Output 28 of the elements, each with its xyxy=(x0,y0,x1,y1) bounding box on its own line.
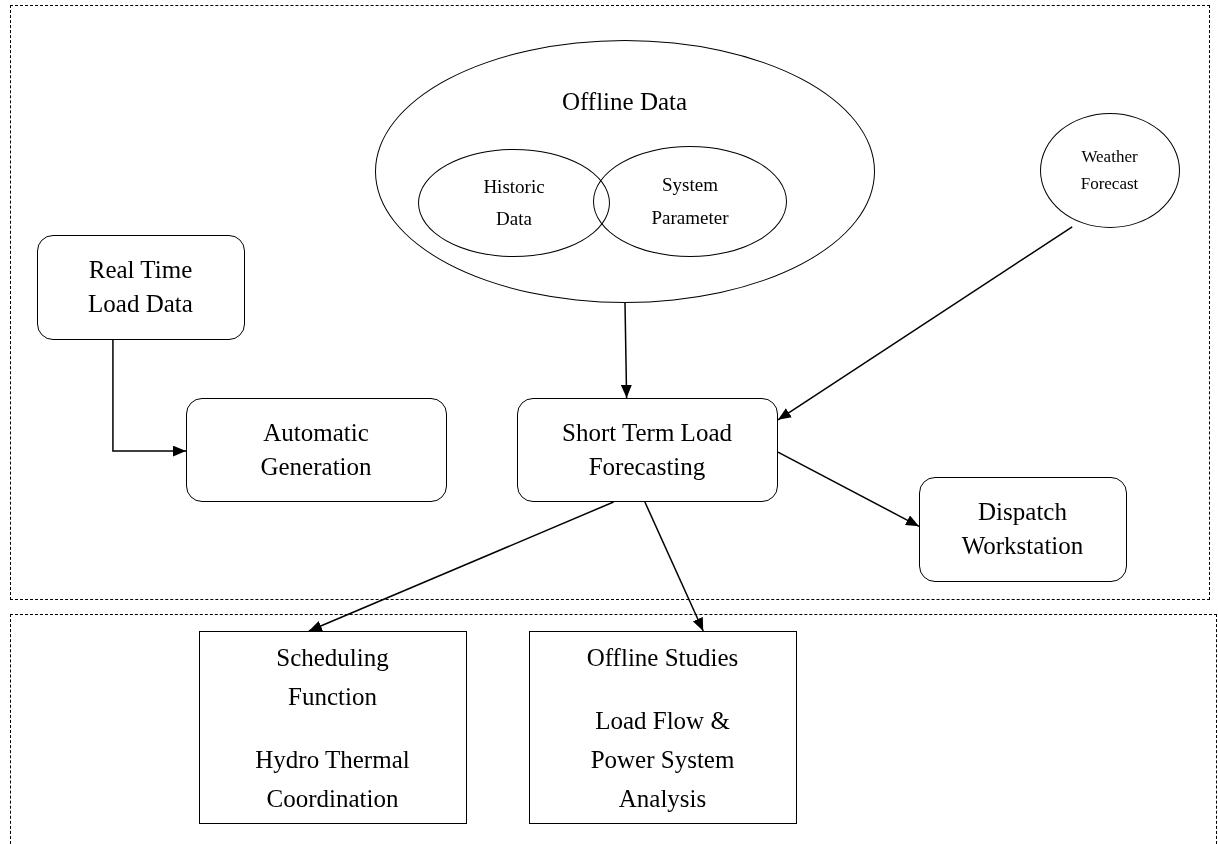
data-ellipse xyxy=(593,146,787,257)
node-label: Weather Forecast xyxy=(1079,145,1140,195)
arrow xyxy=(644,501,704,632)
node-label: Scheduling Function xyxy=(275,642,390,712)
arrow xyxy=(777,226,1073,421)
process-box xyxy=(918,476,1127,582)
arrow xyxy=(777,451,920,528)
process-box xyxy=(516,397,778,502)
dashed-group-region xyxy=(10,614,1217,844)
node-label: Historic Data xyxy=(482,174,546,231)
node-label: Hydro Thermal Coordination xyxy=(254,744,411,814)
function-box xyxy=(198,630,467,824)
node-label: Automatic Generation xyxy=(259,417,373,482)
arrow xyxy=(621,302,632,399)
dashed-group-region xyxy=(10,5,1210,600)
node-label: Offline Studies xyxy=(586,642,739,673)
arrow xyxy=(308,501,615,632)
process-box xyxy=(185,397,447,502)
process-box xyxy=(36,234,245,340)
node-label: System Parameter xyxy=(650,173,730,230)
node-label: Load Flow & Power System Analysis xyxy=(589,705,736,814)
node-label: Offline Data xyxy=(561,86,688,117)
node-label: Short Term Load Forecasting xyxy=(561,417,733,482)
node-label: Real Time Load Data xyxy=(87,255,194,319)
node-label: Dispatch Workstation xyxy=(960,497,1085,561)
data-ellipse xyxy=(374,39,875,303)
function-box xyxy=(528,630,797,824)
arrow xyxy=(112,339,187,457)
